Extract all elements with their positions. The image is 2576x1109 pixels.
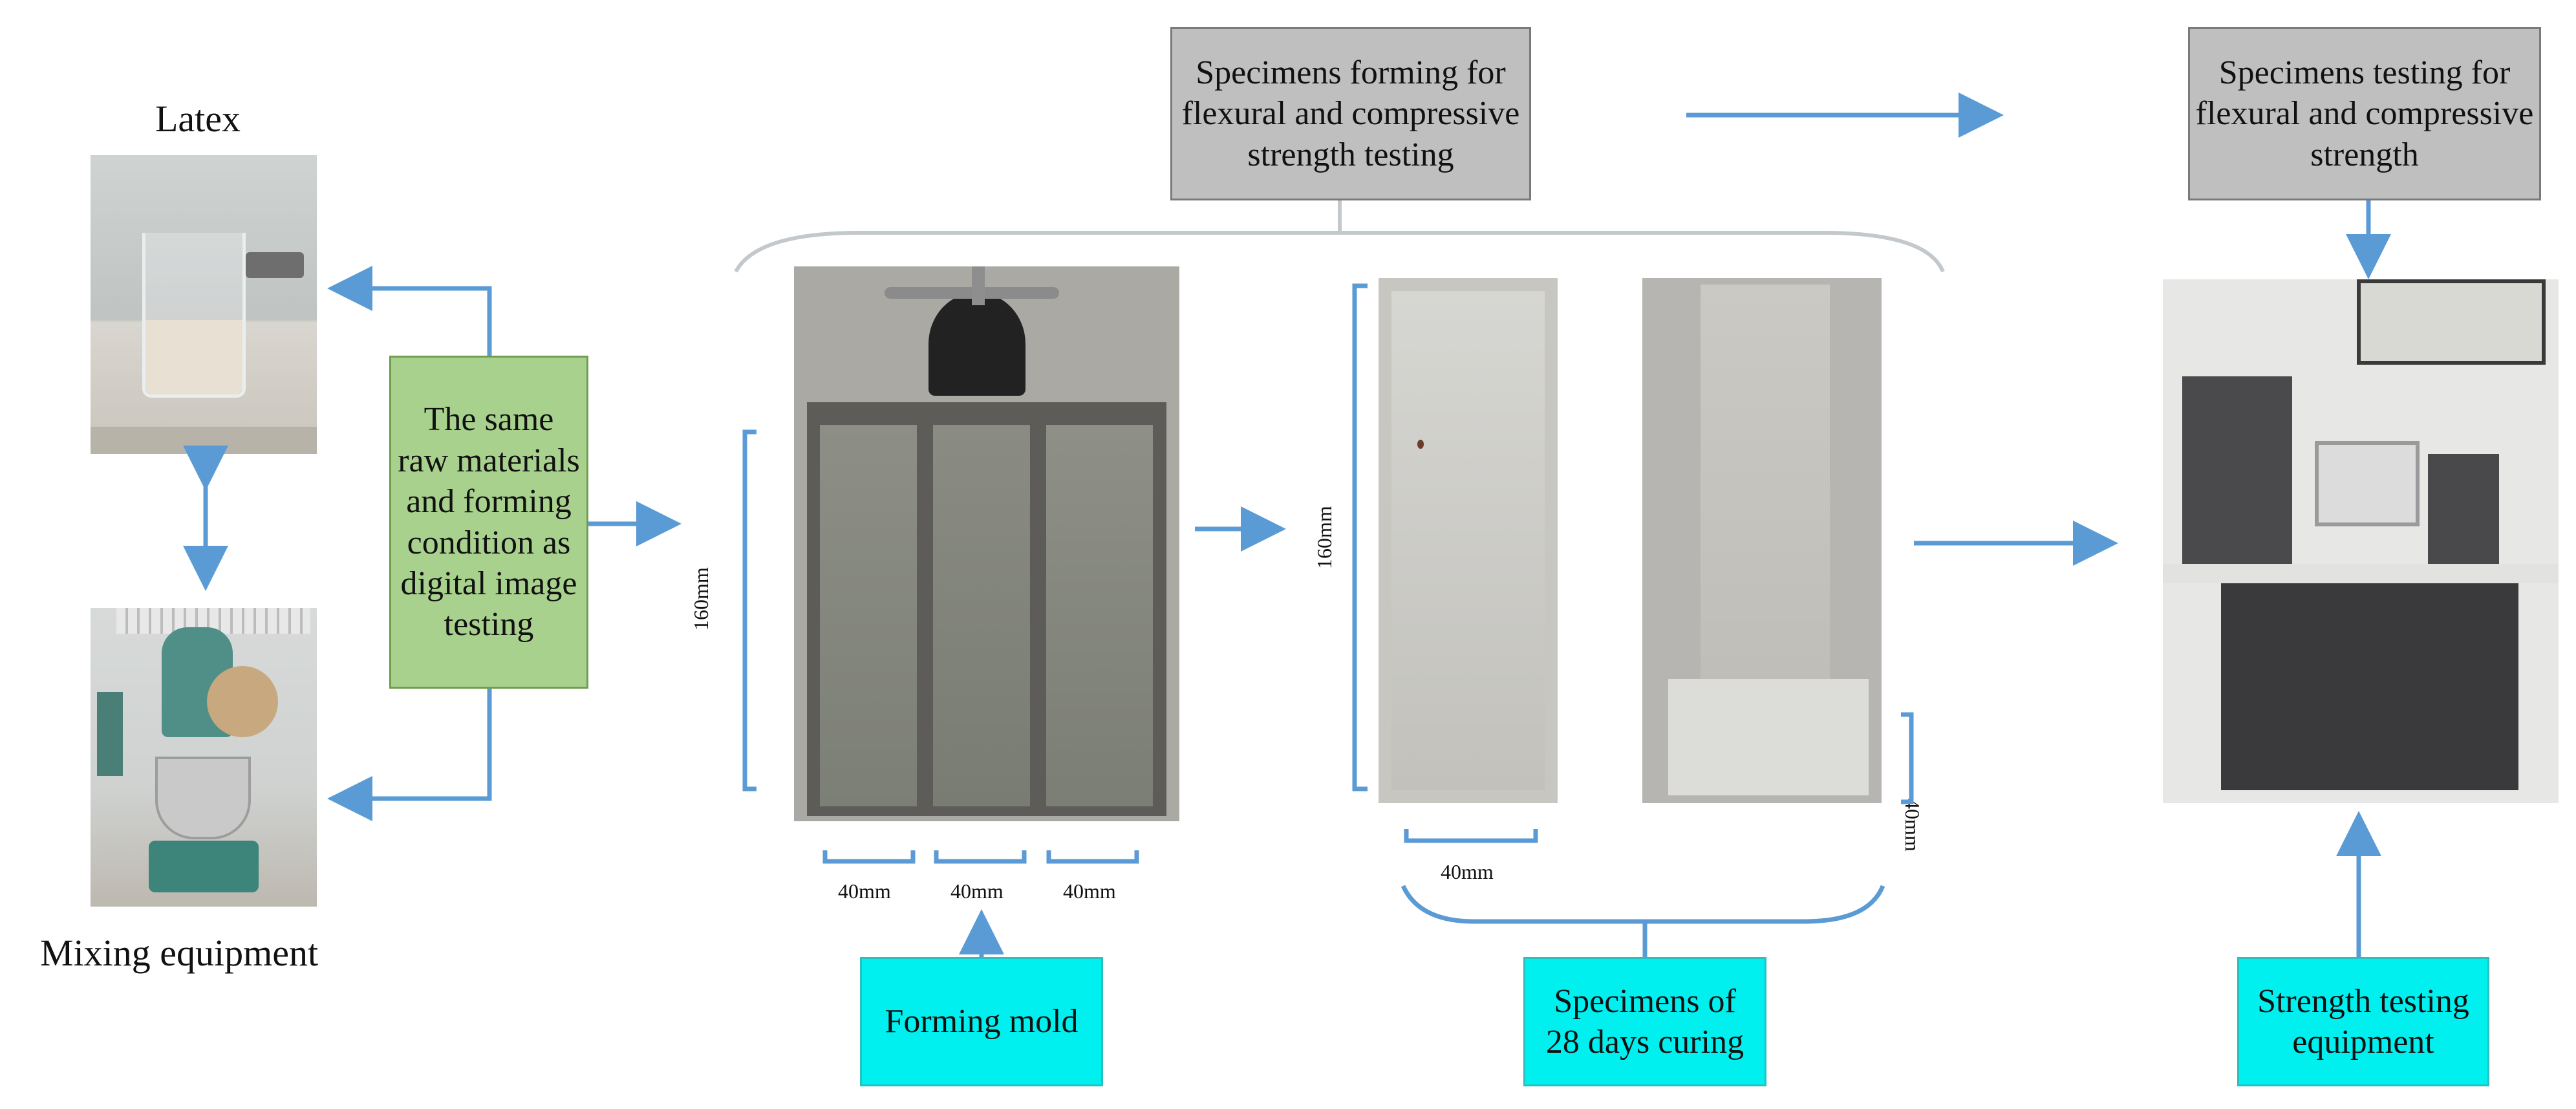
- specimen-width-bracket: [1404, 829, 1538, 843]
- specimens-curing-box: Specimens of 28 days curing: [1523, 957, 1766, 1086]
- mold-width-label-1: 40mm: [838, 879, 891, 903]
- specimen-depth-bracket: [1901, 712, 1914, 804]
- mold-width-label-2: 40mm: [950, 879, 1004, 903]
- mold-height-bracket: [742, 429, 757, 791]
- mixing-equipment-label: Mixing equipment: [40, 932, 319, 974]
- specimen-height-bracket: [1352, 283, 1368, 791]
- mold-width-label-3: 40mm: [1063, 879, 1116, 903]
- latex-photo: [91, 155, 317, 454]
- strength-equipment-box: Strength testing equipment: [2237, 957, 2489, 1086]
- mold-width-bracket-1: [822, 850, 916, 864]
- arrow-to-mixer: [327, 689, 492, 821]
- curing-brace: [1401, 885, 1885, 924]
- arrow-to-latex: [327, 266, 492, 356]
- latex-label: Latex: [155, 98, 241, 140]
- forming-brace: [734, 231, 1945, 273]
- forming-specimens-box: Specimens forming for flexural and compr…: [1170, 27, 1531, 200]
- specimen-3d-photo: [1642, 278, 1882, 803]
- same-conditions-box: The same raw materials and forming condi…: [389, 356, 588, 689]
- specimen-front-photo: [1379, 278, 1558, 803]
- forming-mold-box: Forming mold: [860, 957, 1103, 1086]
- mixer-photo: [91, 608, 317, 907]
- testing-specimens-box: Specimens testing for flexural and compr…: [2188, 27, 2541, 200]
- testing-machine-photo: [2163, 279, 2559, 803]
- mold-width-bracket-2: [934, 850, 1027, 864]
- mold-width-bracket-3: [1046, 850, 1139, 864]
- specimen-width-label: 40mm: [1441, 860, 1494, 883]
- forming-mold-photo: [794, 266, 1179, 821]
